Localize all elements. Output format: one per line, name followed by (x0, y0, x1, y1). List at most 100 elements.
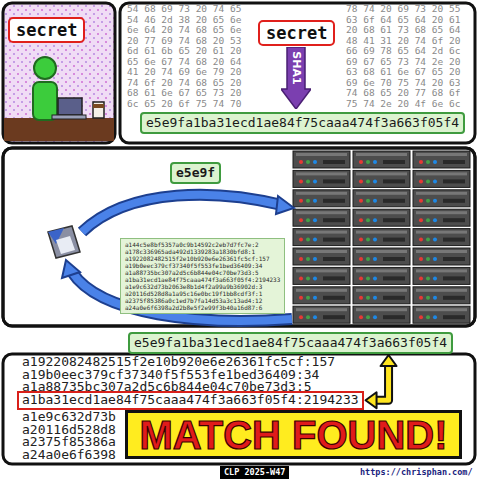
server-bezel (356, 192, 407, 195)
hash-row: a2375f85386a (22, 436, 116, 449)
server-slot (323, 276, 345, 280)
server-led (359, 315, 363, 319)
matching-row: a1ba31ecd1ae84f75caaa474f3a663f05f4:2194… (17, 391, 364, 410)
server-led (313, 296, 317, 300)
server-led (366, 276, 370, 280)
server-led (313, 315, 317, 319)
hex-dump: 41 20 74 69 6e 79 20 (127, 67, 241, 78)
server-bezel (416, 269, 467, 272)
hex-dump: 78 74 20 69 73 20 55 (346, 4, 460, 15)
hex-dump: 66 69 78 65 64 2d 6c (346, 46, 460, 57)
server-led (373, 199, 377, 203)
server-bezel (356, 269, 407, 272)
server-led (373, 257, 377, 261)
suffix-list: a144c5e8bf5357a0c9b14592c2eb7d7fc7e:2a17… (120, 238, 285, 314)
server-led (366, 257, 370, 261)
hash-function-arrow: SHA1 (281, 47, 311, 109)
server-led (313, 160, 317, 164)
server-led (433, 160, 437, 164)
server-led (313, 276, 317, 280)
server-slot (323, 179, 345, 183)
server-led (373, 218, 377, 222)
server-bezel (296, 211, 347, 214)
person-head (34, 57, 56, 79)
node-text: a2375f85386a0c1ed7b7fa14d53a3c13ad4:12 (125, 297, 280, 304)
server-led (426, 257, 430, 261)
hash-row: a1a88735bc307a2d5c6b844e04c70be73d3:5 (22, 381, 312, 394)
server-slot (443, 160, 465, 164)
server-unit (293, 170, 350, 187)
server-unit (293, 287, 350, 304)
server-bezel (416, 231, 467, 234)
arrowhead (366, 392, 377, 408)
server-bezel (296, 231, 347, 234)
server-led (373, 315, 377, 319)
comic-id: CLP 2025-W47 (220, 466, 289, 479)
server-led (419, 276, 423, 280)
server-slot (383, 296, 405, 300)
server-led (313, 179, 317, 183)
server-led (373, 296, 377, 300)
hash-row: a1e9c632d73b (22, 411, 116, 424)
server-led (419, 179, 423, 183)
server-unit (293, 248, 350, 265)
server-slot (443, 218, 465, 222)
server-bezel (356, 308, 407, 311)
node-text: CLP 2025-W47 (224, 467, 285, 478)
server-unit (353, 248, 410, 265)
node-text: SHA1 (290, 51, 302, 84)
hex-dump: 69 6e 70 75 74 20 63 (346, 78, 460, 89)
server-led (426, 199, 430, 203)
server-led (306, 179, 310, 183)
server-slot (443, 296, 465, 300)
server-led (419, 315, 423, 319)
server-slot (323, 218, 345, 222)
server-bezel (416, 192, 467, 195)
server-slot (443, 276, 465, 280)
server-slot (323, 199, 345, 203)
server-unit (353, 170, 410, 187)
hex-dump: 69 67 65 73 74 2e 20 (346, 57, 460, 68)
request-arrow-outline (82, 195, 282, 232)
hex-dump: 65 6e 67 74 68 20 64 (127, 57, 241, 68)
node-text: a1922082482515f2e10b920e6e26361fc5cf:157 (125, 255, 280, 262)
server-slot (443, 238, 465, 242)
server-led (419, 160, 423, 164)
server-unit (293, 209, 350, 226)
server-bezel (296, 289, 347, 292)
server-unit (413, 287, 470, 304)
node-text: a1a88735bc307a2d5c6b844e04c70be73d3:5 (125, 269, 280, 276)
server-led (366, 238, 370, 242)
server-bezel (416, 172, 467, 175)
hash-row: a1922082482515f2e10b920e6e26361fc5cf:157 (22, 356, 335, 369)
server-led (359, 238, 363, 242)
server-led (426, 315, 430, 319)
node-text: a1ba31ecd1ae84f75caaa474f3a663f05f4:2194… (22, 394, 359, 407)
server-led (299, 179, 303, 183)
server-led (426, 218, 430, 222)
server-led (313, 238, 317, 242)
hex-dump: 63 68 61 6e 67 65 20 (346, 67, 460, 78)
server-slot (383, 160, 405, 164)
server-led (359, 296, 363, 300)
server-led (299, 276, 303, 280)
hash-digest: e5e9fa1ba31ecd1ae84f75caaa474f3a663f05f4 (140, 112, 465, 134)
hex-dump: 6e 64 20 74 68 65 6e (127, 25, 241, 36)
server-led (299, 199, 303, 203)
server-led (373, 238, 377, 242)
server-led (299, 218, 303, 222)
server-bezel (416, 308, 467, 311)
server-unit (413, 170, 470, 187)
hash-prefix: e5e9f (170, 162, 221, 184)
server-led (426, 296, 430, 300)
hex-dump: 48 41 31 20 74 6f 20 (346, 36, 460, 47)
server-led (306, 257, 310, 261)
node-text: a1e9c632d73b2063e8b1d4f2a99a9b36902d:3 (125, 283, 280, 290)
server-bezel (296, 153, 347, 156)
server-unit (353, 306, 410, 323)
server-slot (323, 296, 345, 300)
server-slot (443, 179, 465, 183)
url: https://chrisphan.com/ (360, 467, 473, 478)
server-bezel (356, 153, 407, 156)
server-bezel (356, 289, 407, 292)
